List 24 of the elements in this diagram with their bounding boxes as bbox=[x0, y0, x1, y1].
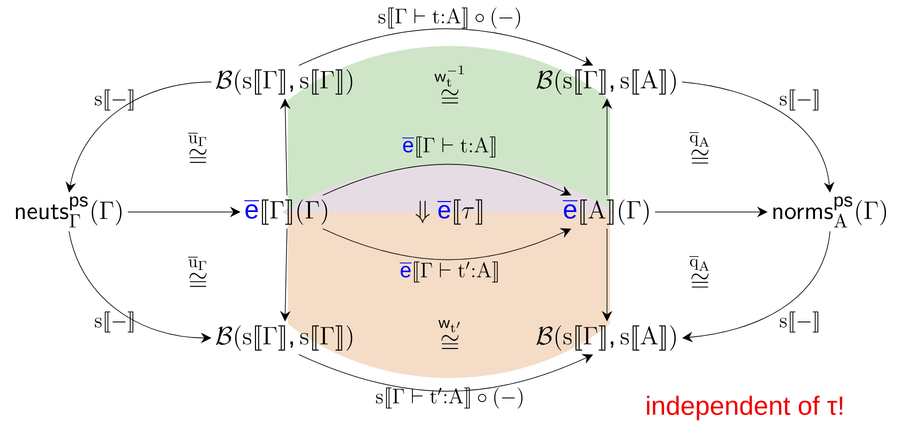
edge-label: $s\llbracket-\rrbracket$ bbox=[94, 311, 134, 333]
isomorphism-label: $\overset{\mathsf{w}_{t'}}{\cong}$ bbox=[438, 320, 460, 349]
edge-label: $s\llbracket\Gamma\vdash t'{:}A\rrbracket\circ(-)$ bbox=[376, 387, 523, 409]
object-label: $\mathcal{B}(s\llbracket\Gamma\rrbracket, s\llbracket A\rrbracket)$ bbox=[536, 69, 676, 95]
note-text: independent of τ! bbox=[647, 396, 842, 420]
edge-label: $s\llbracket\Gamma\vdash t{:}A\rrbracket\circ(-)$ bbox=[378, 7, 520, 29]
edge-label: $s\llbracket-\rrbracket$ bbox=[94, 89, 134, 111]
isomorphism-label: $\overset{\overline{u}_\Gamma}{\cong}$ bbox=[188, 257, 206, 287]
isomorphism-label: $\Downarrow {\color{blue}\overline{\mathrm{e}}}\llbracket\tau\rrbracket$ bbox=[416, 199, 482, 225]
isomorphism-label: $\overset{\overline{q}_A}{\cong}$ bbox=[689, 132, 710, 164]
edge-label: ${\color{blue}\overline{\mathrm{e}}}\llbracket\Gamma\vdash t'{:}A\rrbracket$ bbox=[400, 261, 498, 283]
object-label: ${\color{blue}\overline{\mathrm{e}}}\llbracket\Gamma\rrbracket(\Gamma)$ bbox=[244, 200, 328, 225]
edge-label: $s\llbracket-\rrbracket$ bbox=[780, 311, 818, 333]
object-label: $\mathsf{norms}^{\mathrm{ps}}_{A}(\Gamma)$ bbox=[773, 196, 886, 228]
object-label: $\mathsf{neuts}^{\mathrm{ps}}_{\Gamma}(\Gamma)$ bbox=[16, 196, 122, 228]
edge-label: $s\llbracket-\rrbracket$ bbox=[780, 89, 818, 111]
edge-label: ${\color{blue}\overline{\mathrm{e}}}\llbracket\Gamma\vdash t{:}A\rrbracket$ bbox=[402, 136, 496, 158]
object-label: ${\color{blue}\overline{\mathrm{e}}}\llbracket A\rrbracket(\Gamma)$ bbox=[562, 200, 649, 225]
isomorphism-label: $\overset{\overline{u}_\Gamma}{\cong}$ bbox=[188, 133, 206, 163]
object-label: $\mathcal{B}(s\llbracket\Gamma\rrbracket, s\llbracket\Gamma\rrbracket)$ bbox=[216, 325, 352, 351]
object-label: $\mathcal{B}(s\llbracket\Gamma\rrbracket, s\llbracket\Gamma\rrbracket)$ bbox=[216, 69, 352, 95]
isomorphism-label: $\overset{\overline{q}_A}{\cong}$ bbox=[689, 256, 710, 288]
isomorphism-label: $\overset{\mathsf{w}_t^{-1}}{\cong}$ bbox=[434, 65, 464, 104]
object-label: $\mathcal{B}(s\llbracket\Gamma\rrbracket, s\llbracket A\rrbracket)$ bbox=[536, 325, 676, 351]
